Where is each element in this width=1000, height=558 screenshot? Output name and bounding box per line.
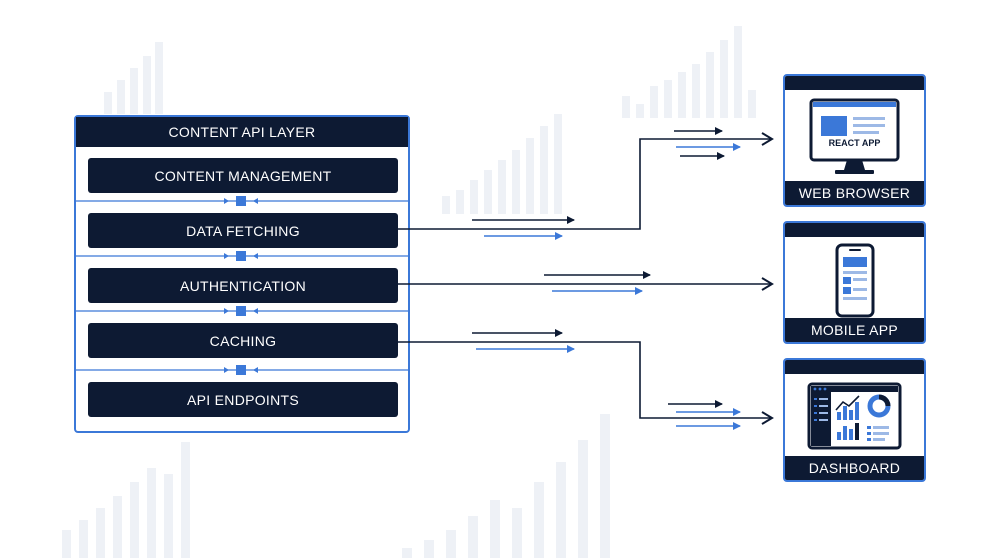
monitor-icon: [809, 98, 900, 174]
content-api-layer-panel: CONTENT API LAYER CONTENT MANAGEMENT DAT…: [74, 115, 410, 433]
module-label: CONTENT MANAGEMENT: [154, 167, 332, 184]
client-title-bar: [785, 223, 924, 237]
client-web-browser[interactable]: REACT APP WEB BROWSER: [783, 74, 926, 207]
client-label: DASHBOARD: [785, 456, 924, 480]
client-mobile-app[interactable]: MOBILE APP: [783, 221, 926, 344]
smartphone-icon: [835, 243, 875, 318]
module-label: CACHING: [209, 332, 277, 349]
connector-to-dashboard: [398, 341, 774, 425]
module-caching[interactable]: CACHING: [88, 323, 398, 358]
module-separators: [76, 196, 408, 375]
module-api-endpoints[interactable]: API ENDPOINTS: [88, 382, 398, 417]
module-label: API ENDPOINTS: [186, 391, 300, 408]
react-app-screen-text: REACT APP: [828, 138, 881, 148]
data-flow-arrows: [472, 127, 741, 430]
client-title-bar: [785, 76, 924, 90]
dashboard-icon: [807, 382, 902, 450]
module-label: AUTHENTICATION: [179, 277, 307, 294]
connector-to-web-browser: [398, 132, 774, 230]
layer-title: CONTENT API LAYER: [76, 117, 408, 147]
client-label: WEB BROWSER: [785, 181, 924, 205]
module-label: DATA FETCHING: [186, 222, 300, 239]
client-dashboard[interactable]: DASHBOARD: [783, 358, 926, 482]
client-label: MOBILE APP: [785, 318, 924, 342]
module-content-management[interactable]: CONTENT MANAGEMENT: [88, 158, 398, 193]
module-authentication[interactable]: AUTHENTICATION: [88, 268, 398, 303]
module-data-fetching[interactable]: DATA FETCHING: [88, 213, 398, 248]
client-title-bar: [785, 360, 924, 374]
